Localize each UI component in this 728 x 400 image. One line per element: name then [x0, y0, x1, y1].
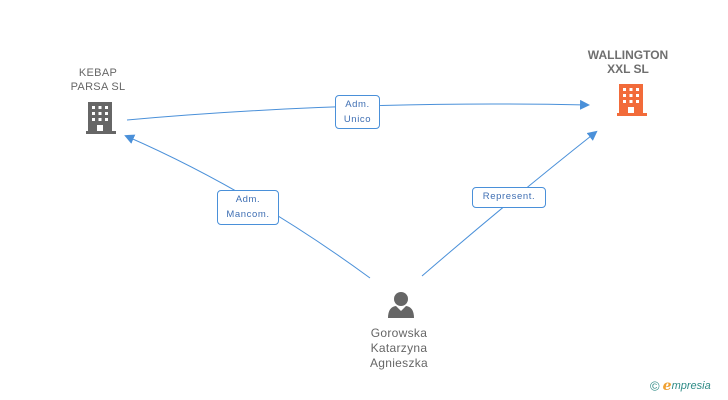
empresia-logo[interactable]: © empresia: [650, 378, 728, 398]
building-icon: [86, 102, 116, 134]
edge-label-line: Adm.: [345, 99, 370, 110]
edge-label-line: Adm.: [235, 194, 261, 205]
company-label-wallington[interactable]: WALLINGTON XXL SL: [578, 48, 678, 76]
edge-label-adm-mancom: Adm. Mancom.: [217, 190, 279, 225]
brand-initial: e: [662, 378, 672, 394]
company-name-line: WALLINGTON: [587, 48, 669, 62]
person-icon: [388, 292, 414, 318]
person-label[interactable]: Gorowska Katarzyna Agnieszka: [344, 326, 454, 371]
company-name-line: KEBAP: [78, 67, 118, 79]
copyright-icon: ©: [650, 378, 660, 394]
building-icon-highlighted: [617, 84, 647, 116]
company-name-line: XXL SL: [607, 62, 649, 76]
company-name-line: PARSA SL: [70, 81, 126, 93]
edge-label-represent: Represent.: [472, 187, 546, 208]
person-name-line: Gorowska: [370, 326, 428, 340]
edge-label-adm-unico: Adm. Unico: [335, 95, 380, 129]
edge-label-line: Mancom.: [226, 209, 270, 220]
person-name-line: Agnieszka: [369, 356, 429, 370]
person-name-line: Katarzyna: [370, 341, 428, 355]
edge-label-line: Represent.: [482, 191, 536, 202]
company-label-kebap[interactable]: KEBAP PARSA SL: [48, 66, 148, 94]
edge-label-line: Unico: [343, 114, 372, 125]
brand-name: mpresia: [671, 380, 711, 392]
